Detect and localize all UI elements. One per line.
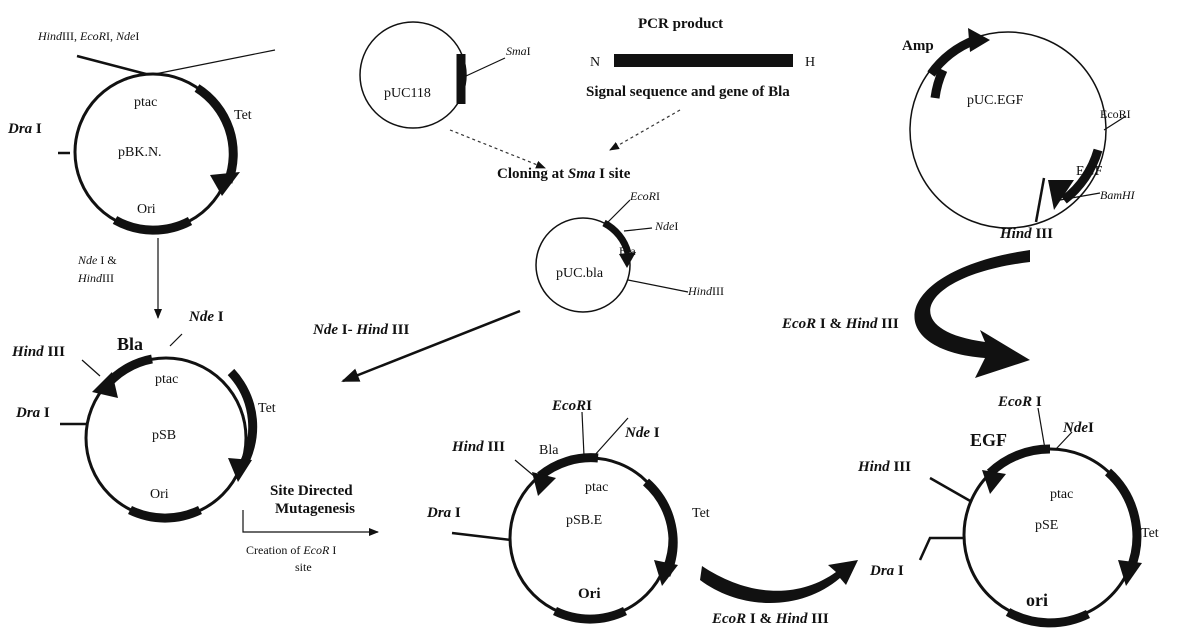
svg-text:SmaI: SmaI [506,44,531,58]
pUC118-name: pUC118 [384,86,431,101]
svg-text:Hind III: Hind III [857,459,911,475]
pBKN-name: pBK.N. [118,145,162,160]
step-pBKN-to-pSB: Nde I & HindIII [77,238,162,319]
svg-text:ori: ori [1026,590,1048,610]
svg-text:site: site [295,560,312,574]
svg-text:Mutagenesis: Mutagenesis [275,501,355,517]
plasmid-pUCbla: EcoRI NdeI Bla HindIII pUC.bla [535,189,724,313]
svg-text:PCR product: PCR product [638,16,723,32]
svg-text:Tet: Tet [692,506,710,521]
svg-text:ptac: ptac [134,95,157,110]
svg-text:HindIII: HindIII [77,271,114,285]
svg-text:Hind III: Hind III [999,226,1053,242]
cloning-label: Cloning at Sma I site [497,166,631,182]
svg-text:EGF: EGF [1076,164,1103,179]
svg-text:EcoR I & Hind III: EcoR I & Hind III [781,316,899,332]
svg-text:Dra I: Dra I [15,405,50,421]
svg-text:Creation of EcoR I: Creation of EcoR I [246,543,336,557]
svg-text:Ori: Ori [150,487,169,502]
svg-text:N: N [590,55,600,70]
svg-text:Bla: Bla [539,443,559,458]
svg-text:Signal sequence and gene of Bl: Signal sequence and gene of Bla [586,84,790,100]
svg-text:Amp: Amp [902,38,934,54]
svg-text:EcoR I & Hind III: EcoR I & Hind III [711,611,829,627]
svg-text:Dra I: Dra I [7,121,42,137]
pUCbla-name: pUC.bla [556,266,604,281]
svg-text:Hind III: Hind III [451,439,505,455]
pcr-product: PCR product N H Signal sequence and gene… [586,16,815,100]
pUCEGF-name: pUC.EGF [967,93,1024,108]
svg-text:ptac: ptac [155,372,178,387]
step-mutagenesis: Site Directed Mutagenesis Creation of Ec… [242,483,379,574]
svg-text:Ori: Ori [137,202,156,217]
svg-text:Site Directed: Site Directed [270,483,353,499]
svg-text:Tet: Tet [234,108,252,123]
svg-text:EGF: EGF [970,430,1007,450]
plasmid-pUCEGF: Amp pUC.EGF EcoRI EGF BamHI Hind III [902,28,1136,242]
svg-text:NdeI: NdeI [1062,420,1094,436]
svg-text:ptac: ptac [1050,487,1073,502]
svg-text:Nde I- Hind III: Nde I- Hind III [312,322,409,338]
svg-text:EcoR I: EcoR I [997,394,1042,410]
svg-text:H: H [805,55,815,70]
svg-text:Ori: Ori [578,586,601,602]
plasmid-pSE: EcoR I NdeI EGF Hind III ptac Tet pSE or… [857,394,1159,628]
svg-text:Hind III: Hind III [11,344,65,360]
svg-text:Dra I: Dra I [869,563,904,579]
plasmid-pSB: Bla Nde I Hind III ptac Tet pSB Ori Dra … [11,309,276,523]
plasmid-pSBE: EcoRI Nde I Hind III Bla ptac Tet pSB.E … [426,398,710,624]
svg-text:BamHI: BamHI [1100,188,1136,202]
svg-text:Dra I: Dra I [426,505,461,521]
svg-text:ptac: ptac [585,480,608,495]
svg-text:HindIII: HindIII [687,284,724,298]
pSE-name: pSE [1035,518,1058,533]
svg-text:Tet: Tet [258,401,276,416]
svg-text:EcoRI: EcoRI [551,398,592,414]
svg-text:EcoRI: EcoRI [1100,107,1131,121]
step-pUCbla-to-pSB: Nde I- Hind III [312,309,521,383]
svg-text:Bla: Bla [117,334,143,354]
svg-text:NdeI: NdeI [654,219,678,233]
svg-text:Nde I &: Nde I & [77,253,117,267]
svg-text:EcoRI: EcoRI [629,189,660,203]
svg-text:HindIII, EcoRI, NdeI: HindIII, EcoRI, NdeI [37,29,139,43]
svg-text:Tet: Tet [1141,526,1159,541]
svg-text:Bla: Bla [619,244,636,258]
plasmid-pBKN: HindIII, EcoRI, NdeI ptac Tet pBK.N. Ori… [7,29,276,235]
pSB-name: pSB [152,428,176,443]
svg-text:Nde I: Nde I [188,309,224,325]
plasmid-pUC118: SmaI pUC118 [359,21,531,129]
svg-text:Nde I: Nde I [624,425,660,441]
step-pUCEGF-to-pSE: EcoR I & Hind III [781,250,1030,378]
pSBE-name: pSB.E [566,513,602,528]
step-pSBE-to-pSE: EcoR I & Hind III [700,560,858,627]
